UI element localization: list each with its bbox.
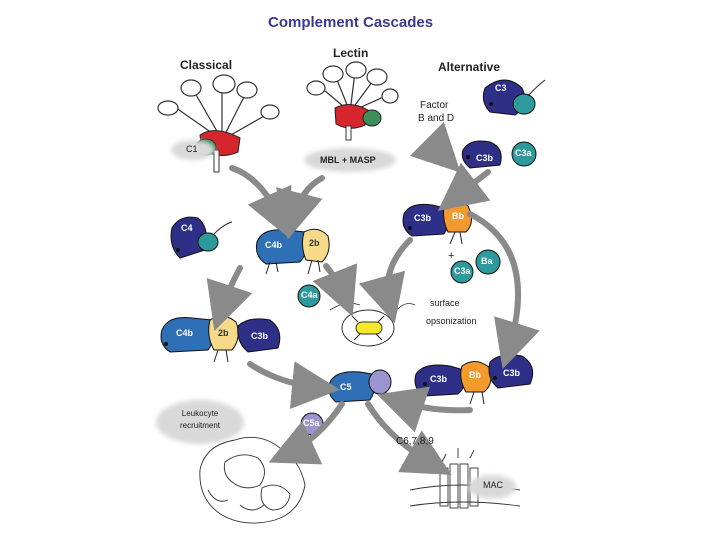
c1-label: C1 (186, 144, 198, 154)
c6789-label: C6,7,8,9 (396, 436, 434, 447)
c3b-conv-label: C3b (251, 331, 269, 341)
arrow-c3b-to-convertase (437, 162, 491, 212)
leukocyte-bubble (156, 400, 244, 444)
classical-c1-complex (157, 74, 280, 173)
c3a-mid-label: C3a (454, 266, 471, 276)
leukocyte-sketch (199, 436, 306, 524)
opsonized-bacterium (329, 302, 416, 347)
mbl-masp-label: MBL + MASP (320, 155, 376, 165)
bb-alt-label: Bb (452, 211, 464, 221)
c3b-top-label: C3b (476, 153, 494, 163)
arrow-c5conv-to-c5 (247, 361, 340, 410)
arrow-classical-to-c4b2b (229, 165, 292, 239)
c3a-top-label: C3a (515, 148, 532, 158)
c4a-label: C4a (301, 290, 318, 300)
alternative-c3b-c3a (461, 140, 537, 169)
c3a-mid-fragment (450, 260, 474, 284)
alternative-c3 (482, 79, 546, 116)
c2b-label: 2b (309, 238, 320, 248)
factor-label: Factor (420, 100, 449, 111)
opsonization-label: opsonization (426, 316, 477, 326)
arrow-convertase-loop (358, 237, 413, 324)
diagram-title: Complement Cascades (268, 14, 434, 31)
c4-label: C4 (181, 223, 193, 233)
arrow-lectin-to-c4b2b (276, 175, 325, 240)
alternative-pathway-label: Alternative (438, 60, 501, 74)
c4-molecule (170, 216, 233, 259)
arrow-c5-to-mac (365, 401, 452, 475)
plus-label: + (448, 250, 455, 262)
c4b-c2b-complex (255, 228, 330, 275)
surface-label: surface (430, 298, 460, 308)
arrow-right-loop (467, 211, 540, 370)
c4b-label: C4b (265, 240, 283, 250)
arrow-c5-to-leukocyte (268, 401, 345, 465)
recruitment-word: recruitment (179, 421, 220, 430)
classical-pathway-label: Classical (180, 58, 233, 72)
ba-label: Ba (481, 256, 493, 266)
leukocyte-word: Leukocyte (181, 409, 219, 418)
c5-molecule (328, 369, 392, 403)
mac-sketch (409, 448, 521, 509)
lectin-mbl-complex (304, 61, 399, 172)
b-and-d-label: B and D (418, 113, 455, 124)
arrow-c4b2b-to-bacterium (312, 263, 358, 317)
c3b-alt2-label: C3b (430, 374, 448, 384)
c5-label: C5 (340, 382, 352, 392)
c3b-alt-label: C3b (414, 213, 432, 223)
c4b-conv-label: C4b (176, 328, 194, 338)
c3b-alt3-label: C3b (503, 368, 521, 378)
c2b-conv-label: 2b (218, 328, 229, 338)
c5a-label: C5a (303, 418, 320, 428)
mac-bubble (468, 475, 516, 499)
bb-alt2-label: Bb (469, 370, 481, 380)
ba-fragment (475, 249, 501, 275)
arrow-factorbd-to-c3b (409, 121, 461, 173)
lectin-pathway-label: Lectin (333, 46, 369, 60)
c3-top-label: C3 (495, 83, 507, 93)
leukocyte-recruitment-label: Leukocyte recruitment (170, 408, 230, 432)
mac-label: MAC (483, 480, 503, 490)
arrow-altc5conv-to-c5 (376, 386, 473, 433)
arrow-c4b2b-to-c5conv (206, 265, 253, 332)
